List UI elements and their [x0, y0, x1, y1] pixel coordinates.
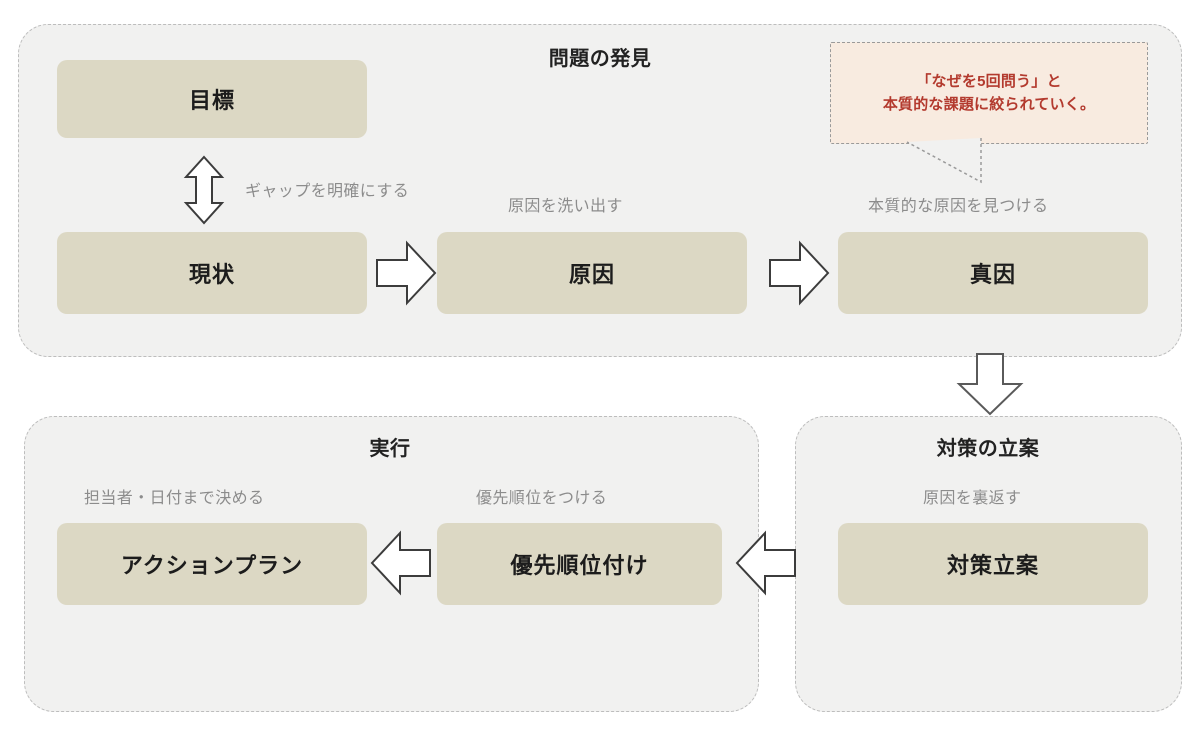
panel-title-problem-discovery: 問題の発見: [548, 48, 652, 70]
caption-invert-cause: 原因を裏返す: [923, 490, 1022, 507]
node-countermeasure-label: 対策立案: [946, 553, 1039, 578]
node-action-plan-label: アクションプラン: [120, 553, 304, 578]
callout-why-five-times: 「なぜを5回問う」と 本質的な課題に絞られていく。: [830, 42, 1148, 144]
caption-list-up-causes: 原因を洗い出す: [508, 198, 623, 215]
node-current-state[interactable]: 現状: [57, 232, 367, 314]
node-prioritization-label: 優先順位付け: [510, 553, 649, 578]
arrow-right-icon: [375, 240, 437, 311]
node-root-cause-label: 真因: [969, 262, 1016, 287]
caption-decide-owner-date: 担当者・日付まで決める: [84, 490, 265, 507]
caption-set-priority: 優先順位をつける: [476, 490, 608, 507]
caption-clarify-gap: ギャップを明確にする: [245, 183, 410, 200]
double-arrow-vertical-icon: [180, 155, 228, 230]
panel-title-countermeasure-planning: 対策の立案: [936, 438, 1040, 460]
callout-tail-icon: [906, 138, 982, 184]
callout-text: 「なぜを5回問う」と 本質的な課題に絞られていく。: [882, 72, 1096, 113]
node-countermeasure[interactable]: 対策立案: [838, 523, 1148, 605]
node-action-plan[interactable]: アクションプラン: [57, 523, 367, 605]
node-cause[interactable]: 原因: [437, 232, 747, 314]
arrow-left-icon: [735, 530, 797, 601]
node-goal-label: 目標: [188, 88, 235, 113]
arrow-down-icon: [955, 352, 1025, 421]
node-goal[interactable]: 目標: [57, 60, 367, 138]
panel-title-execution: 実行: [369, 438, 411, 460]
node-current-state-label: 現状: [188, 262, 235, 287]
node-cause-label: 原因: [568, 262, 615, 287]
arrow-right-icon: [768, 240, 830, 311]
node-root-cause[interactable]: 真因: [838, 232, 1148, 314]
arrow-left-icon: [370, 530, 432, 601]
node-prioritization[interactable]: 優先順位付け: [437, 523, 722, 605]
caption-find-root-cause: 本質的な原因を見つける: [868, 198, 1049, 215]
